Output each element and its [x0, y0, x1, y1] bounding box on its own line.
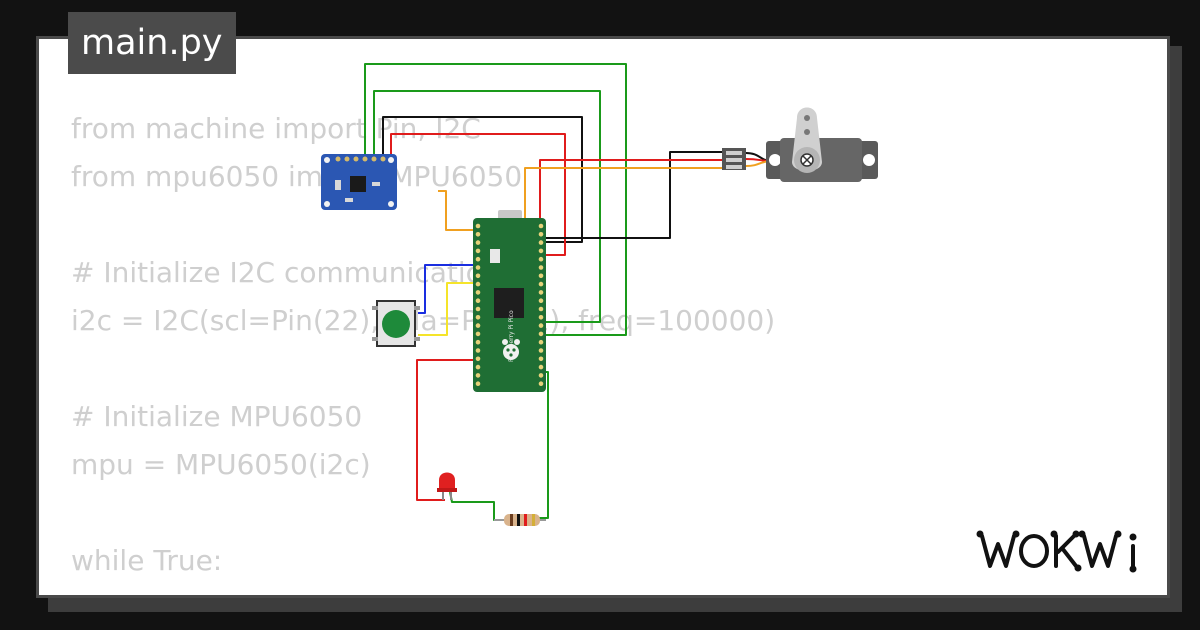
- pico-pin: [475, 290, 481, 295]
- code-line: # Read accelerometer data: [71, 585, 775, 595]
- pico-pin: [538, 248, 544, 254]
- wire-red-mpu: [390, 133, 566, 256]
- wokwi-logo-icon: [976, 530, 1137, 573]
- pico-pin: [538, 223, 544, 229]
- pico-pin: [475, 381, 481, 387]
- pico-pin: [538, 298, 544, 304]
- pico-pin: [475, 364, 481, 370]
- pico-pin: [538, 240, 544, 245]
- pico-pin: [475, 273, 481, 279]
- wire-orange-servo: [524, 167, 727, 232]
- pico-pin: [475, 265, 481, 270]
- pico-pin: [538, 373, 544, 378]
- pico-pin: [538, 232, 544, 237]
- wire-blue-button: [418, 264, 475, 314]
- wire-green-inner: [373, 90, 601, 323]
- pico-pin: [538, 281, 544, 287]
- wire-black-servo: [545, 151, 727, 239]
- mpu6050-sensor-icon[interactable]: [321, 154, 397, 210]
- wire-green-led: [538, 371, 549, 519]
- pico-pin: [538, 348, 544, 353]
- pico-pin: [475, 356, 481, 362]
- wire-red-led: [416, 359, 475, 501]
- pico-pin: [538, 323, 544, 328]
- pico-pin: [538, 306, 544, 312]
- code-line: while True:: [71, 544, 223, 577]
- servo-motor-icon[interactable]: [722, 107, 878, 183]
- pico-pin: [538, 290, 544, 295]
- resistor-icon[interactable]: [494, 514, 546, 526]
- wire-green-outer: [364, 63, 627, 336]
- pico-pin: [475, 348, 481, 353]
- pico-pin: [475, 323, 481, 328]
- pico-pin: [475, 240, 481, 245]
- pico-pin: [475, 256, 481, 262]
- pico-pin: [538, 356, 544, 362]
- code-line: mpu = MPU6050(i2c): [71, 448, 371, 481]
- pico-pin: [475, 298, 481, 304]
- pico-pin: [475, 373, 481, 378]
- pico-pin: [538, 381, 544, 387]
- pico-pin: [475, 306, 481, 312]
- code-line: # Initialize MPU6050: [71, 400, 363, 433]
- wire-green-resistor: [449, 491, 505, 521]
- pico-pin: [475, 223, 481, 229]
- pico-pin: [538, 339, 544, 345]
- pico-pin: [475, 232, 481, 237]
- pico-pin: [538, 364, 544, 370]
- pico-pin: [538, 273, 544, 279]
- pico-pin: [538, 315, 544, 320]
- pico-pin: [538, 265, 544, 270]
- raspberry-pi-pico-icon[interactable]: Raspberry Pi Pico: [473, 210, 546, 392]
- wire-yellow-button: [418, 282, 475, 336]
- svg-text:Raspberry Pi Pico: Raspberry Pi Pico: [508, 310, 515, 362]
- wire-orange-mpu: [438, 190, 475, 231]
- wire-red-servo: [539, 159, 727, 251]
- push-button-icon[interactable]: [372, 300, 420, 347]
- pico-pin: [475, 281, 481, 287]
- pico-pin: [538, 256, 544, 262]
- file-title-tab: main.py: [68, 12, 236, 74]
- wire-black-mpu: [382, 116, 583, 243]
- pico-pin: [475, 248, 481, 254]
- pico-pin: [475, 315, 481, 320]
- red-led-icon[interactable]: [437, 472, 457, 501]
- pico-pin: [475, 331, 481, 337]
- raspberry-logo-icon: [502, 339, 520, 360]
- pico-pin: [538, 331, 544, 337]
- pico-pin: [475, 339, 481, 345]
